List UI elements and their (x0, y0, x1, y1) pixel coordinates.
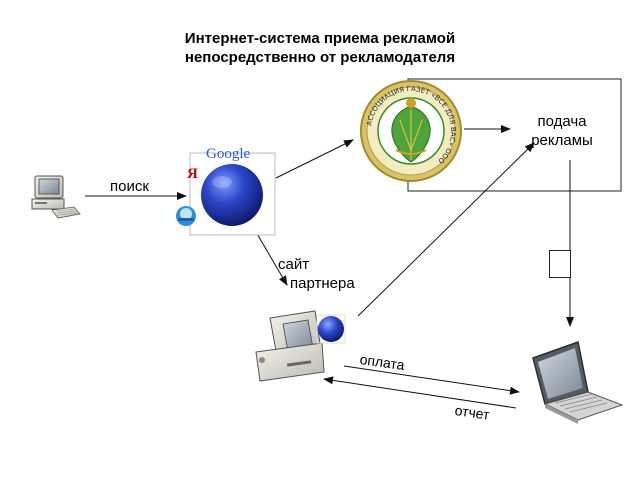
seal-logo-icon: АССОЦИАЦИЯ ГАЗЕТ «ВСЕ ДЛЯ ВАС» ООО (360, 80, 462, 182)
yandex-logo: Я (187, 166, 198, 182)
google-logo: Google (206, 146, 251, 162)
arrow-payment (343, 365, 520, 395)
diagram-title: Интернет-система приема рекламой непосре… (0, 29, 640, 67)
arrow-report (323, 376, 517, 409)
title-line-2: непосредственно от рекламодателя (184, 49, 456, 66)
partner-globe-icon (318, 316, 344, 342)
search-engine-box: Google Я (176, 146, 276, 236)
arrow-search-to-seal (275, 139, 354, 179)
laptop-icon (532, 341, 624, 424)
ad-submission-label-line-1: подача (537, 113, 587, 130)
partner-site-label-line-2: партнера (290, 275, 355, 292)
rambler-logo-icon (176, 206, 196, 226)
ad-submission-label-line-2: рекламы (531, 132, 593, 149)
search-engine-globe-icon (201, 164, 263, 226)
arrow-partner-to-submission (357, 142, 535, 317)
partner-site-label-line-1: сайт (278, 256, 310, 273)
document-placeholder-box (549, 250, 571, 278)
search-label: поиск (110, 178, 149, 195)
workstation-computer-icon (255, 310, 346, 382)
arrow-search-to-partner (255, 231, 288, 286)
ad-submission-label: подача рекламы (522, 112, 602, 150)
desktop-computer-icon (31, 175, 81, 219)
title-line-1: Интернет-система приема рекламой (184, 30, 456, 47)
